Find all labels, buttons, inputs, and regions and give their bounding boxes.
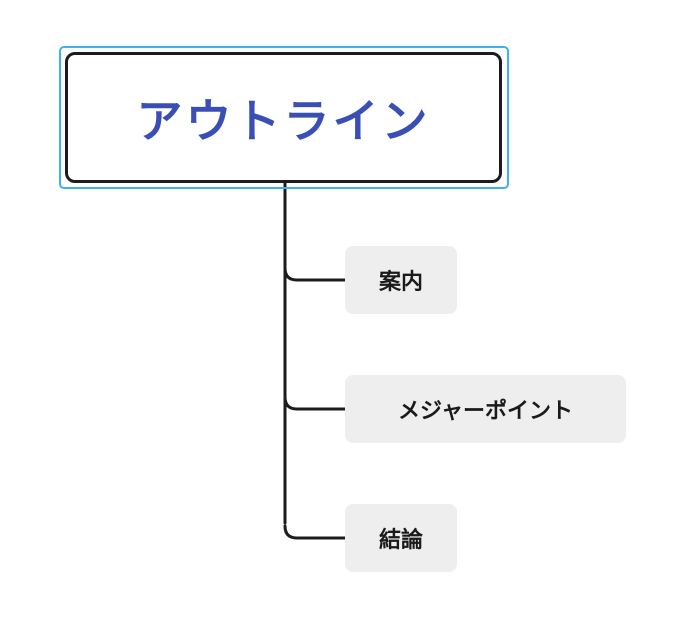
subtopic-label: 結論 (378, 528, 423, 553)
connector-branch-0 (283, 266, 347, 282)
root-topic-label: アウトライン (136, 93, 431, 148)
subtopic-label: メジャーポイント (398, 399, 573, 424)
subtopic-node-major-point[interactable]: メジャーポイント (345, 375, 626, 443)
subtopic-node-annai[interactable]: 案内 (345, 246, 457, 314)
root-topic-node[interactable]: アウトライン (65, 52, 502, 183)
subtopic-node-conclusion[interactable]: 結論 (345, 504, 457, 572)
connector-branch-1 (283, 395, 347, 411)
connector-branch-2 (283, 524, 347, 540)
subtopic-label: 案内 (378, 270, 423, 295)
root-selection-outline (59, 46, 509, 189)
